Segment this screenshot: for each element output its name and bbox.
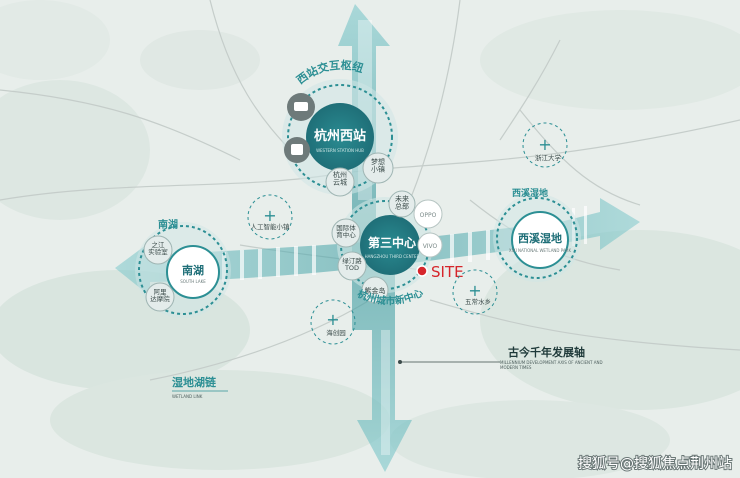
xixi-subtitle: XIXI NATIONAL WETLAND PARK xyxy=(509,248,572,253)
haichuang-label: 海创园 xyxy=(326,328,346,337)
vivo-label: VIVO xyxy=(423,243,438,250)
renhe-label: 人工智能小镇 xyxy=(251,222,291,231)
plus-marker-renhe: + 人工智能小镇 xyxy=(247,194,293,240)
xixi-corner-label: 西溪湿地 xyxy=(512,187,548,199)
wetland-chain-label: 湿地湖链 WETLAND LINK xyxy=(172,375,228,399)
zijin-label: 紫金岛 xyxy=(365,286,386,295)
train-icon-body xyxy=(294,102,308,111)
xixi-wetland-hub: 西溪湿地 XIXI NATIONAL WETLAND PARK 西溪湿地 xyxy=(493,187,581,282)
svg-text:+: + xyxy=(468,281,481,300)
nanhu-hub: 南湖 SOUTH LAKE 之江实验室 阿里达摩院 南湖 xyxy=(135,218,231,318)
metro-icon-body xyxy=(291,144,303,155)
zju-label: 浙江大学 xyxy=(535,153,562,162)
watermark: 搜狐号@搜狐焦点荆州站 xyxy=(578,456,732,472)
weilai-label: 未来总部 xyxy=(395,194,409,211)
nanhu-title: 南湖 xyxy=(182,263,204,277)
plus-marker-wuchang: + 五常水乡 xyxy=(452,269,498,315)
plus-marker-haichuang: + 海创园 xyxy=(310,299,356,345)
wetland-chain-title: 湿地湖链 xyxy=(172,375,217,389)
west-station-subtitle: WESTERN STATION HUB xyxy=(316,148,364,153)
plus-marker-zju: + 浙江大学 xyxy=(522,122,568,168)
third-center-title: 第三中心 xyxy=(368,235,416,250)
zhijiang-label: 之江实验室 xyxy=(148,240,168,256)
tiyu-label: 国际体育中心 xyxy=(336,223,356,239)
millennium-axis-label: 古今千年发展轴 MILLENNIUM DEVELOPMENT AXIS OF A… xyxy=(398,345,603,371)
wuchang-label: 五常水乡 xyxy=(465,297,491,306)
svg-text:+: + xyxy=(326,310,339,329)
third-center-hub: 第三中心 HANGZHOU THIRD CENTER 未来总部 国际体育中心 绿… xyxy=(331,190,443,304)
west-station-title: 杭州西站 xyxy=(314,128,366,144)
svg-text:+: + xyxy=(538,135,551,154)
axis-title: 古今千年发展轴 xyxy=(508,345,585,359)
svg-text:+: + xyxy=(263,206,276,225)
alibaba-label: 阿里达摩院 xyxy=(150,287,170,303)
nanhu-corner-label: 南湖 xyxy=(158,218,178,231)
oppo-label: OPPO xyxy=(420,212,437,219)
yuncheng-label: 杭州云城 xyxy=(333,170,347,187)
site-label: SITE xyxy=(431,263,464,281)
axis-subtitle: MILLENNIUM DEVELOPMENT AXIS OF ANCIENT A… xyxy=(500,360,603,371)
nanhu-subtitle: SOUTH LAKE xyxy=(180,279,206,284)
third-center-subtitle: HANGZHOU THIRD CENTER xyxy=(365,254,420,259)
site-marker: SITE xyxy=(416,263,464,281)
xixi-title: 西溪湿地 xyxy=(518,231,562,245)
west-station-hub: 杭州西站 WESTERN STATION HUB 杭州云城 梦想小镇 xyxy=(282,79,398,197)
wetland-chain-subtitle: WETLAND LINK xyxy=(172,394,203,399)
mengxiang-label: 梦想小镇 xyxy=(371,157,385,174)
